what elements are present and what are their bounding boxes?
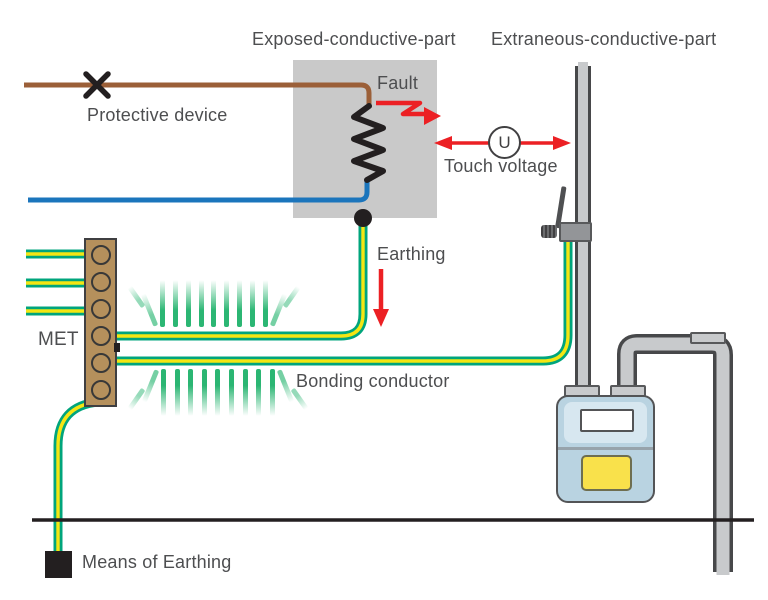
met-terminal-block xyxy=(84,238,117,407)
earthing-conductor-stripe xyxy=(115,221,365,338)
protective-device-label: Protective device xyxy=(87,105,228,125)
bonding-emphasis-rays-lower xyxy=(127,369,309,429)
earthing-junction-dot xyxy=(354,209,372,227)
earthing-arrow-head xyxy=(373,309,389,327)
gas-pipe xyxy=(620,337,730,575)
met-terminal xyxy=(90,380,111,400)
touch-voltage-arrow-right-head xyxy=(553,136,571,150)
met-terminal xyxy=(90,245,111,265)
voltage-symbol-circle: U xyxy=(488,126,521,159)
bonding-conductor-wire xyxy=(115,240,573,366)
earth-electrode-wire xyxy=(53,397,99,552)
bonding-conductor-label: Bonding conductor xyxy=(296,371,450,391)
neutral-conductor-wire xyxy=(28,178,370,203)
met-terminal xyxy=(90,353,111,373)
gas-meter-label-panel xyxy=(581,455,632,491)
means-of-earthing-label: Means of Earthing xyxy=(82,552,232,572)
pipe-fitting xyxy=(690,332,726,344)
exposed-conductive-part-label: Exposed-conductive-part xyxy=(252,29,456,49)
voltage-symbol: U xyxy=(498,132,511,152)
fault-resistance-symbol xyxy=(351,103,386,183)
line-conductor-wire xyxy=(24,82,372,108)
earthing-label: Earthing xyxy=(377,244,446,264)
met-label: MET xyxy=(38,329,79,350)
means-of-earthing-electrode xyxy=(45,551,72,578)
earthing-conductor-wire xyxy=(115,221,368,341)
fault-arrow-head xyxy=(424,107,441,125)
touch-voltage-arrow-left-head xyxy=(434,136,452,150)
bonding-clamp xyxy=(559,222,592,242)
met-terminal xyxy=(90,272,111,292)
extraneous-conductive-part-label: Extraneous-conductive-part xyxy=(491,29,717,49)
gas-meter-display xyxy=(580,409,634,432)
protective-device-symbol xyxy=(83,71,111,99)
met-terminal xyxy=(90,326,111,346)
gas-meter-seam xyxy=(558,447,653,450)
bonding-emphasis-rays-upper xyxy=(127,267,301,327)
fault-label: Fault xyxy=(377,73,419,93)
fault-arrow xyxy=(376,100,424,117)
met-connector-nub xyxy=(114,343,120,352)
bonding-conductor-stripe xyxy=(115,240,570,363)
clamp-knob xyxy=(541,225,557,238)
met-terminal xyxy=(90,299,111,319)
touch-voltage-label: Touch voltage xyxy=(444,156,558,176)
